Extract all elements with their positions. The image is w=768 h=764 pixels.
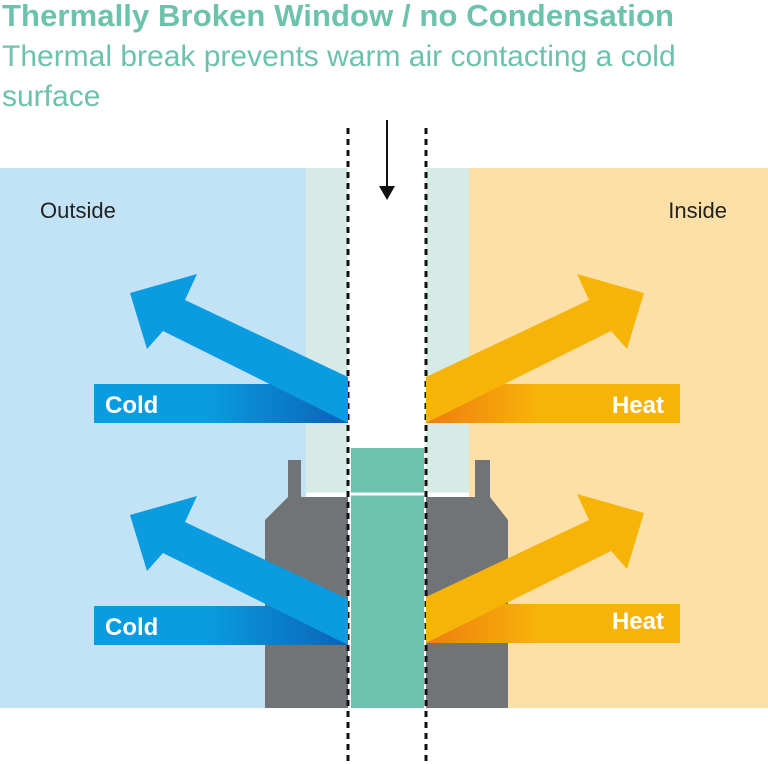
- down-arrow-head: [379, 186, 395, 200]
- cold-label-bottom: Cold: [105, 614, 158, 641]
- inside-label: Inside: [668, 198, 727, 223]
- glazing-cavity: [348, 168, 426, 448]
- heat-arrow-top: [426, 274, 680, 423]
- page-title: Thermally Broken Window / no Condensatio…: [2, 0, 675, 33]
- glass-pane-outer: [306, 168, 348, 493]
- heat-label-top: Heat: [612, 392, 664, 419]
- cold-label-top: Cold: [105, 392, 158, 419]
- heat-label-bottom: Heat: [612, 608, 664, 635]
- outside-label: Outside: [40, 198, 116, 223]
- heat-arrow-bottom: [426, 494, 680, 643]
- page-subtitle: Thermal break prevents warm air contacti…: [2, 40, 676, 113]
- thermal-break: [351, 448, 424, 708]
- cold-arrow-bottom: [94, 496, 348, 645]
- glass-pane-inner: [426, 168, 469, 493]
- cold-arrow-top: [94, 274, 348, 423]
